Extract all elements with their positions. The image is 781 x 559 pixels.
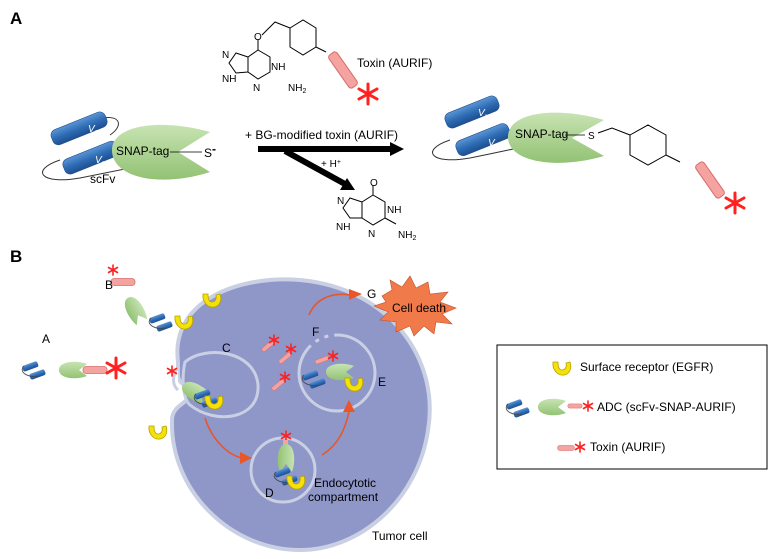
proton-label: + H+ (321, 159, 341, 170)
scfv-snap-aurif-product: VH VL SNAP-tag S (432, 95, 746, 215)
vl-domain (62, 140, 120, 175)
adc-b (107, 264, 174, 333)
svg-text:N: N (368, 229, 375, 240)
toxin-rod (328, 51, 358, 89)
legend: Surface receptor (EGFR) ADC (scFv-SNAP-A… (496, 344, 768, 470)
svg-text:NH2: NH2 (288, 83, 306, 95)
svg-text:NH2: NH2 (398, 230, 416, 242)
receptor-icon (148, 425, 168, 440)
product-toxin-asterisk-icon (724, 191, 746, 215)
adc-bound-d (273, 430, 306, 490)
legend-label-toxin: Toxin (AURIF) (590, 440, 665, 454)
svg-text:NH: NH (222, 74, 236, 85)
step-label-a: A (42, 332, 50, 346)
arrow-head (349, 289, 362, 300)
adc-a (21, 356, 127, 381)
svg-text:N: N (222, 50, 229, 61)
endocytotic-label-1: Endocytotic (314, 476, 376, 490)
product-snap-tag-label: SNAP-tag (515, 127, 568, 141)
svg-text:NH: NH (336, 222, 350, 233)
reagent-label: + BG-modified toxin (AURIF) (245, 128, 398, 142)
toxin-label: Toxin (AURIF) (357, 56, 432, 70)
vh-label: VH (88, 124, 101, 137)
step-label-e: E (378, 375, 386, 389)
step-label-d: D (265, 486, 274, 500)
bg-modified-toxin-structure (228, 19, 327, 80)
arrow-head (240, 452, 252, 464)
snap-tag-shape (112, 124, 210, 180)
vh-domain (50, 111, 108, 146)
reaction-arrow (258, 142, 404, 190)
cell-death-label: Cell death (392, 301, 446, 315)
vl-label: VL (95, 155, 106, 168)
legend-label-adc: ADC (scFv-SNAP-AURIF) (597, 400, 736, 414)
guanine-atoms: O N NH NH N NH2 (336, 178, 416, 242)
toxin-asterisk-icon (357, 82, 379, 106)
svg-text:O: O (370, 178, 378, 189)
bg-atoms: O N NH NH N NH2 (222, 32, 306, 95)
scfv-snap-tag-reactant: VH VL scFv SNAP-tag S- (42, 111, 216, 186)
cell-death-burst (373, 275, 457, 337)
step-label-f: F (312, 325, 319, 339)
endocytotic-label-2: compartment (308, 490, 379, 504)
trafficking-arrows (204, 293, 351, 459)
svg-text:NH: NH (271, 62, 285, 73)
step-label-g: G (367, 287, 376, 301)
svg-text:N: N (253, 83, 260, 94)
product-s-label: S (588, 131, 595, 142)
legend-label-receptor: Surface receptor (EGFR) (580, 360, 713, 374)
step-label-b: B (105, 278, 113, 292)
tumor-cell-label: Tumor cell (372, 529, 428, 543)
arrow-head (343, 400, 355, 412)
panel-label-b: B (10, 247, 22, 266)
step-label-c: C (222, 341, 231, 355)
panel-label-a: A (10, 9, 22, 28)
svg-text:N: N (337, 196, 344, 207)
svg-text:VH: VH (478, 108, 491, 121)
guanine-structure (342, 185, 397, 226)
svg-text:O: O (254, 32, 262, 43)
scfv-label: scFv (90, 172, 115, 186)
thiolate-label: S- (204, 142, 216, 160)
snap-tag-label: SNAP-tag (116, 144, 169, 158)
svg-text:NH: NH (387, 205, 401, 216)
svg-text:VL: VL (488, 138, 499, 151)
